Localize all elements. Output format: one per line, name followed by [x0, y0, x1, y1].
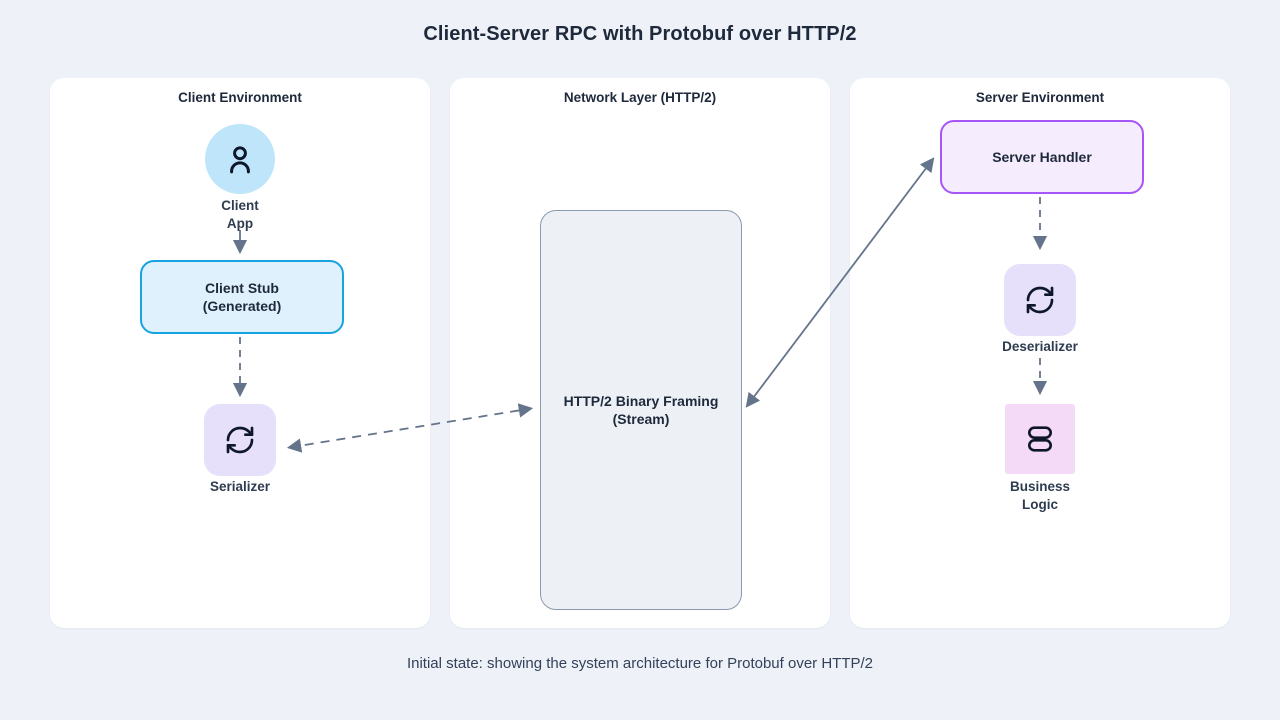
business-logic-label: Business Logic	[1009, 479, 1071, 512]
person-icon	[222, 141, 258, 177]
serializer-label: Serializer	[209, 479, 271, 494]
panel-network-title: Network Layer (HTTP/2)	[563, 90, 717, 105]
node-serializer	[204, 404, 276, 476]
node-business-logic	[1005, 404, 1075, 474]
client-app-label: Client App	[221, 198, 259, 231]
node-client-app	[205, 124, 275, 194]
server-handler-label: Server Handler	[992, 149, 1092, 165]
node-deserializer	[1004, 264, 1076, 336]
panel-client-title: Client Environment	[178, 90, 302, 105]
panel-server-title: Server Environment	[975, 90, 1105, 105]
client-stub-label: Client Stub (Generated)	[202, 280, 282, 314]
node-client-stub: Client Stub (Generated)	[140, 260, 344, 334]
stack-icon	[1024, 423, 1056, 455]
diagram-caption: Initial state: showing the system archit…	[406, 655, 874, 672]
sync-icon	[1024, 284, 1056, 316]
sync-icon	[224, 424, 256, 456]
node-http2-stream: HTTP/2 Binary Framing (Stream)	[540, 210, 742, 610]
http2-stream-label: HTTP/2 Binary Framing (Stream)	[563, 393, 719, 427]
node-server-handler: Server Handler	[940, 120, 1144, 194]
diagram-title: Client-Server RPC with Protobuf over HTT…	[423, 23, 857, 45]
deserializer-label: Deserializer	[1002, 339, 1078, 354]
